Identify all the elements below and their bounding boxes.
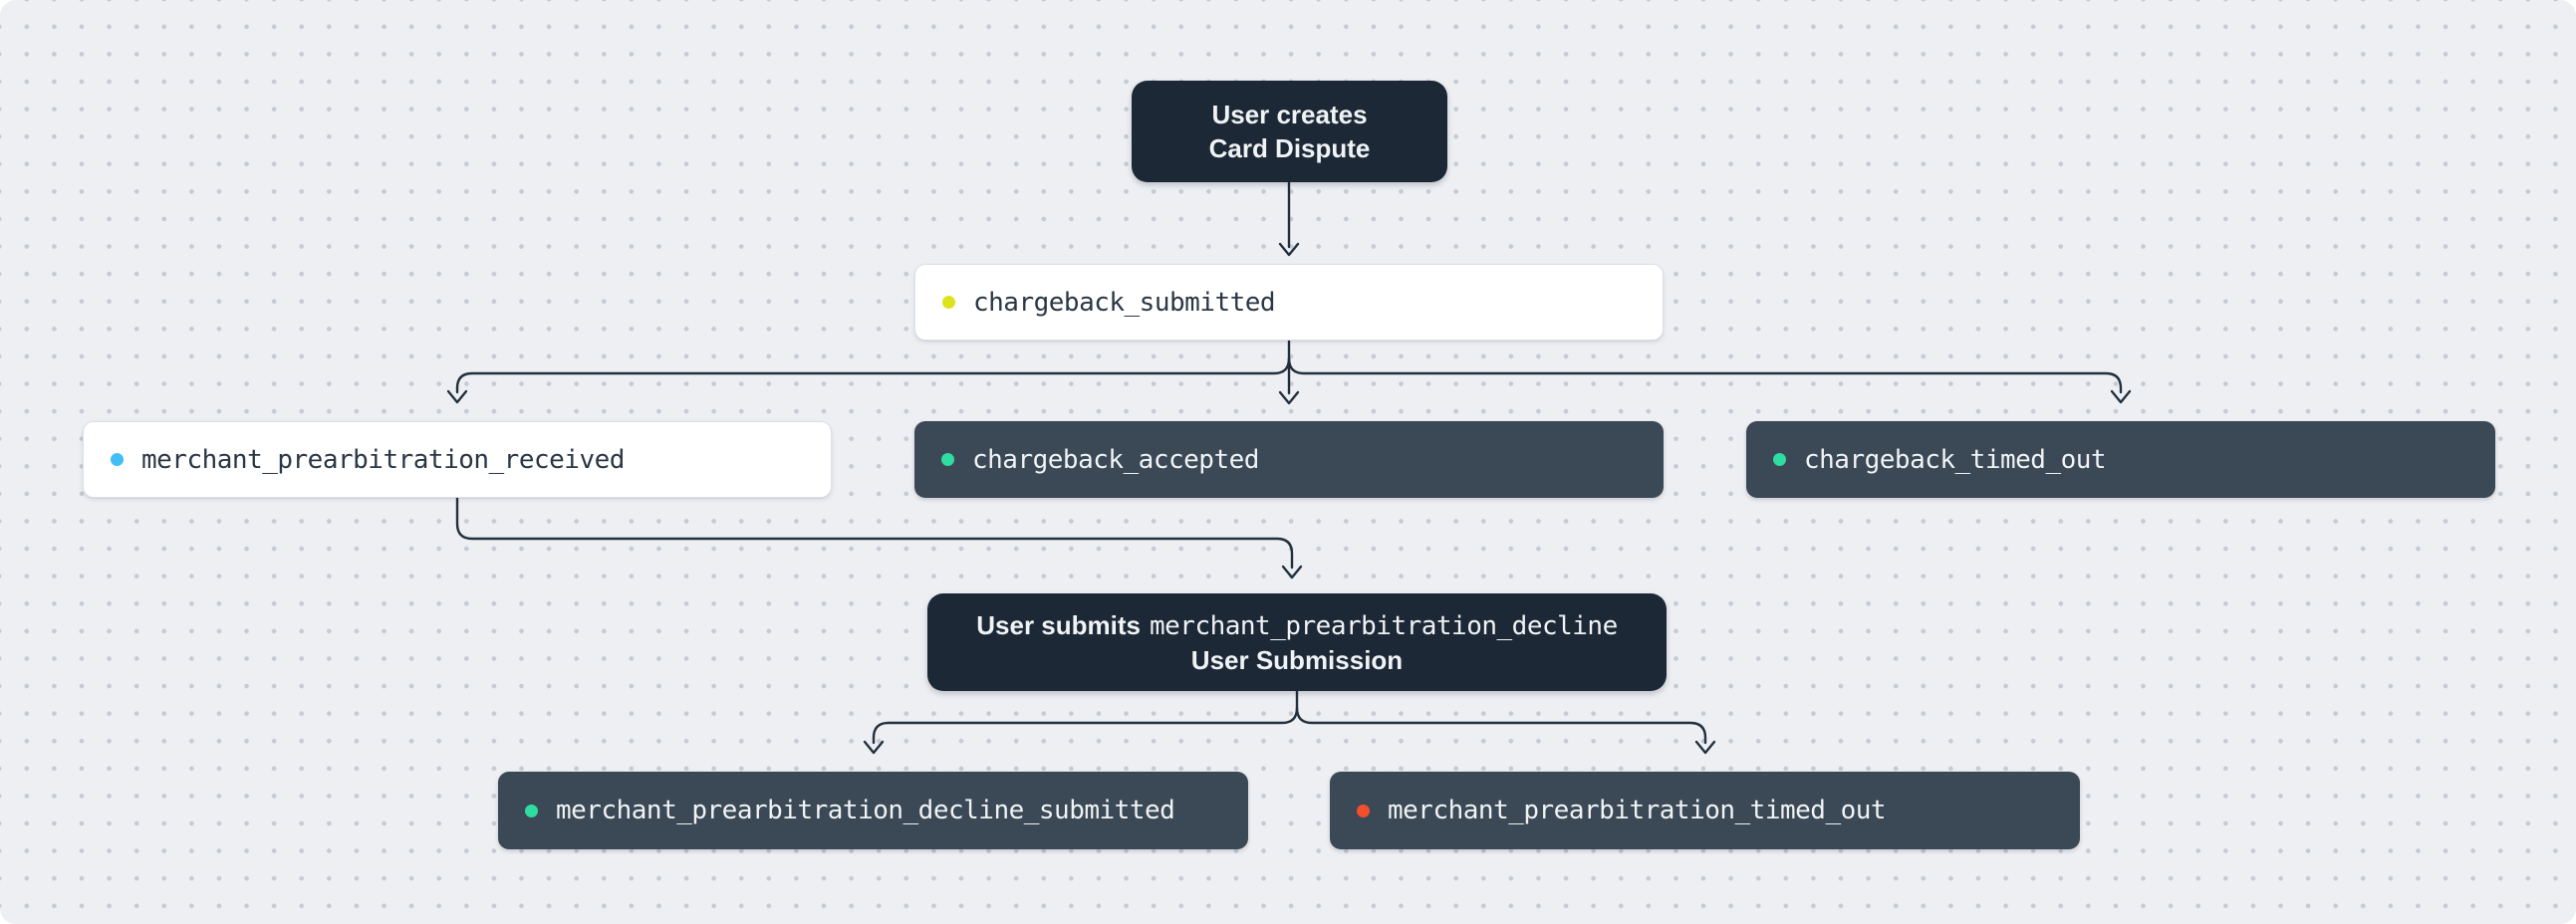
action-label-line1: User creates — [1211, 100, 1368, 129]
node-user-submits-merchant-prearbitration-decline[interactable]: User submits merchant_prearbitration_decl… — [927, 593, 1667, 691]
edge-chargeback-submitted-to-merchant-prearbitration-received — [446, 356, 1291, 404]
status-dot — [941, 453, 954, 466]
node-merchant-prearbitration-timed-out[interactable]: merchant_prearbitration_timed_out — [1330, 772, 2080, 849]
node-user-creates-card-dispute[interactable]: User creates Card Dispute — [1132, 81, 1447, 182]
status-dot — [942, 296, 955, 309]
status-dot — [1773, 453, 1786, 466]
event-label: merchant_prearbitration_received — [141, 444, 625, 475]
action-label-prefix: User submits — [976, 609, 1141, 640]
node-chargeback-timed-out[interactable]: chargeback_timed_out — [1746, 421, 2495, 498]
status-dot — [525, 804, 538, 817]
status-dot — [111, 453, 124, 466]
event-label: merchant_prearbitration_timed_out — [1388, 796, 1887, 825]
node-chargeback-submitted[interactable]: chargeback_submitted — [914, 264, 1664, 341]
node-merchant-prearbitration-received[interactable]: merchant_prearbitration_received — [83, 421, 832, 498]
edge-user-submits-to-merchant-prearbitration-timed-out — [1295, 706, 1716, 755]
action-label-line2: User Submission — [1190, 644, 1404, 675]
action-label-code: merchant_prearbitration_decline — [1149, 610, 1618, 641]
edge-user-submits-to-decline-submitted — [863, 689, 1299, 755]
event-label: chargeback_timed_out — [1804, 444, 2107, 475]
event-label: chargeback_accepted — [972, 444, 1259, 475]
action-label-line2: Card Dispute — [1208, 133, 1371, 163]
edge-create-dispute-to-chargeback-submitted — [1278, 180, 1300, 257]
node-chargeback-accepted[interactable]: chargeback_accepted — [914, 421, 1664, 498]
event-label: chargeback_submitted — [973, 287, 1276, 318]
edge-chargeback-submitted-to-chargeback-accepted — [1278, 339, 1300, 405]
status-dot — [1357, 804, 1370, 817]
event-label: merchant_prearbitration_decline_submitte… — [556, 796, 1175, 825]
edge-merchant-prearbitration-received-to-user-submits — [455, 496, 1303, 579]
node-merchant-prearbitration-decline-submitted[interactable]: merchant_prearbitration_decline_submitte… — [498, 772, 1248, 849]
edge-chargeback-submitted-to-chargeback-timed-out — [1287, 356, 2132, 404]
